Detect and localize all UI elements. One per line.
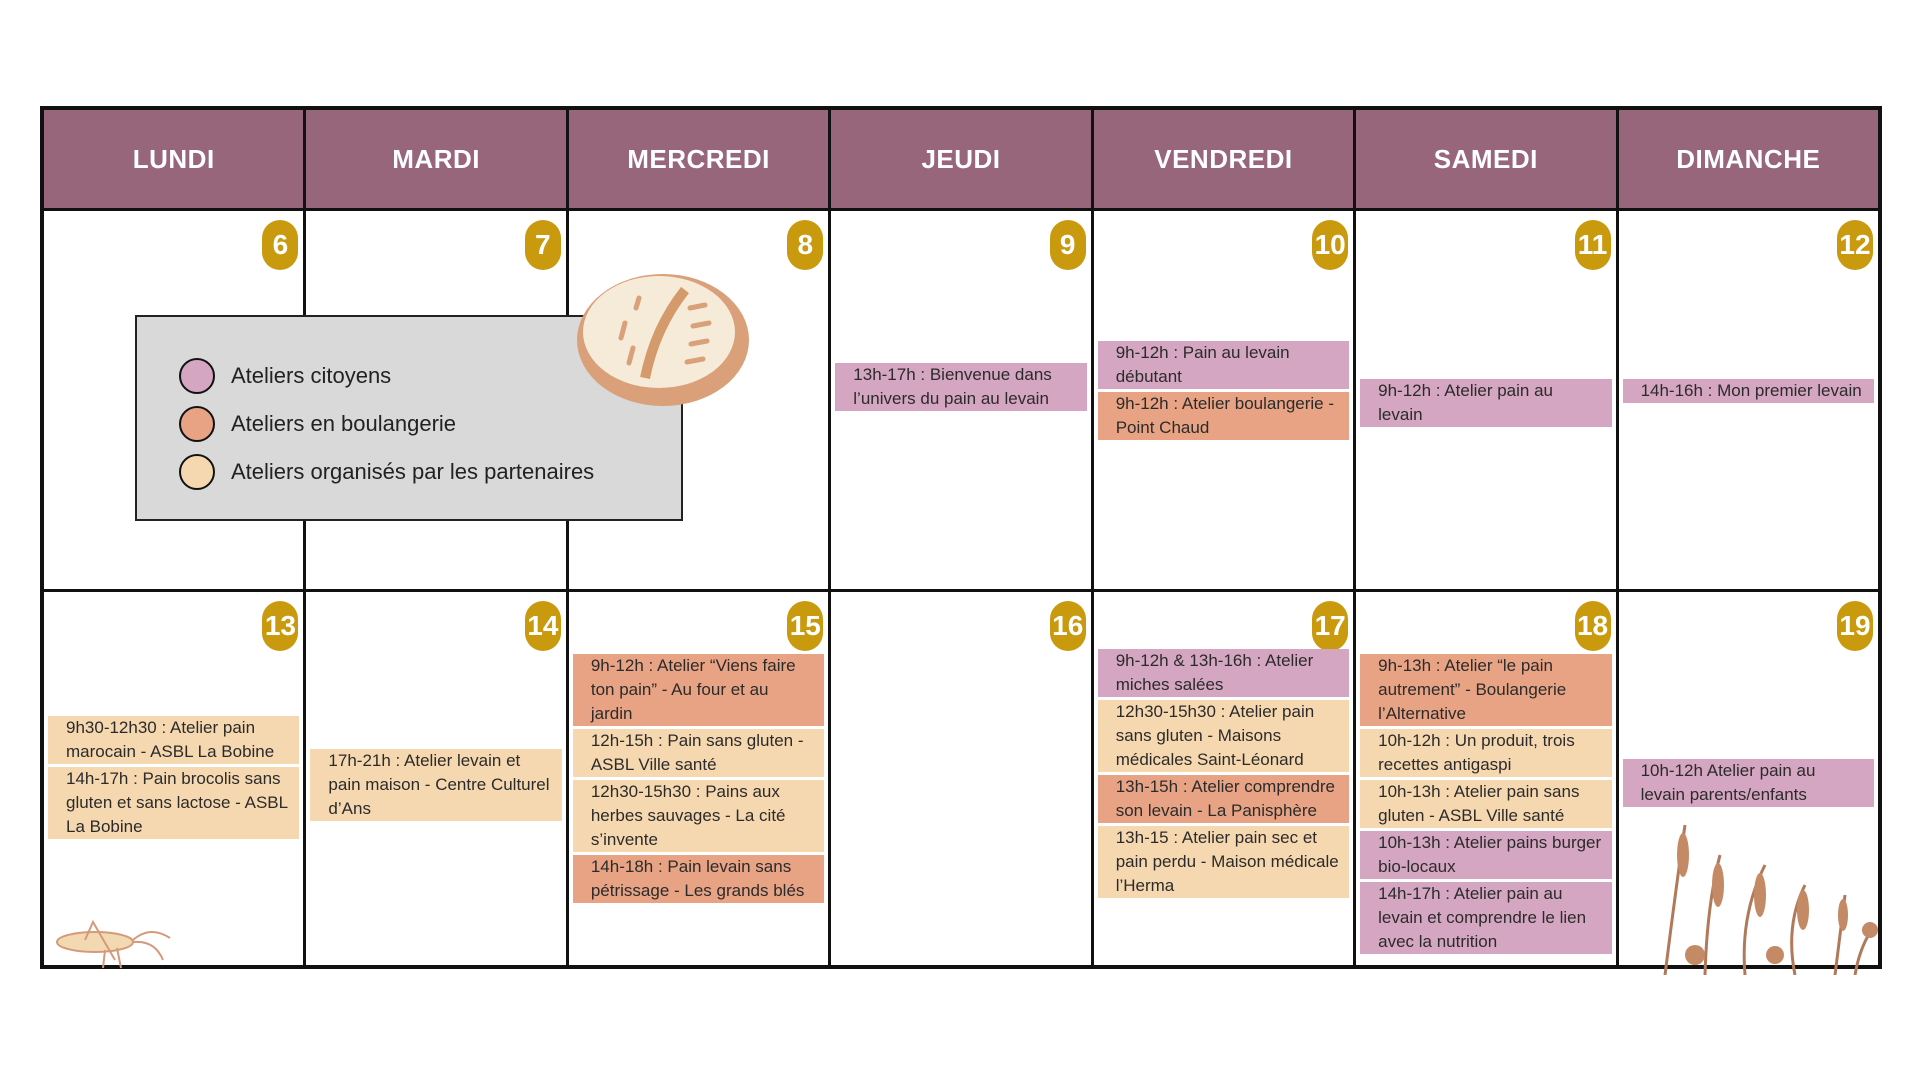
event-item[interactable]: 10h-12h : Un produit, trois recettes ant… [1360,729,1612,777]
event-item[interactable]: 10h-12h Atelier pain au levain parents/e… [1622,759,1874,807]
day-cell[interactable]: 13 9h30-12h30 : Atelier pain marocain - A… [44,592,304,965]
event-list: 17h-21h : Atelier levain et pain maison … [310,749,562,824]
event-item[interactable]: 17h-21h : Atelier levain et pain maison … [310,749,562,821]
grasshopper-illustration [56,920,171,969]
day-cell[interactable]: 14 17h-21h : Atelier levain et pain maiso… [306,592,566,965]
date-badge: 17 [1312,601,1349,651]
event-list: 14h-16h : Mon premier levain [1622,379,1874,406]
event-item[interactable]: 14h-17h : Atelier pain au levain et comp… [1360,882,1612,954]
event-list: 9h-12h & 13h-16h : Atelier miches salées… [1097,649,1350,901]
legend-swatch-icon [179,358,215,394]
day-header-dimanche: DIMANCHE [1618,110,1878,208]
event-list: 10h-12h Atelier pain au levain parents/e… [1622,759,1874,810]
date-badge: 11 [1574,220,1611,270]
date-badge: 13 [262,601,299,651]
event-item[interactable]: 13h-15h : Atelier comprendre son levain … [1097,775,1350,823]
event-item[interactable]: 13h-15 : Atelier pain sec et pain perdu … [1097,826,1350,898]
event-item[interactable]: 13h-17h : Bienvenue dans l’univers du pa… [835,363,1087,411]
date-badge: 16 [1049,601,1086,651]
day-cell[interactable]: 12 14h-16h : Mon premier levain [1618,211,1878,589]
date-badge: 15 [787,601,824,651]
event-list: 13h-17h : Bienvenue dans l’univers du pa… [835,363,1087,414]
day-header-mardi: MARDI [306,110,566,208]
event-item[interactable]: 12h30-15h30 : Atelier pain sans gluten -… [1097,700,1350,772]
day-header-samedi: SAMEDI [1356,110,1616,208]
day-header-jeudi: JEUDI [831,110,1091,208]
event-list: 9h-13h : Atelier “le pain autrement” - B… [1360,654,1612,957]
day-cell[interactable]: 9 13h-17h : Bienvenue dans l’univers du p… [831,211,1091,589]
event-item[interactable]: 10h-13h : Atelier pains burger bio-locau… [1360,831,1612,879]
day-cell[interactable]: 16 [831,592,1091,965]
day-header-mercredi: MERCREDI [568,110,829,208]
event-list: 9h-12h : Atelier pain au levain [1360,379,1612,430]
date-badge: 6 [262,220,299,270]
event-item[interactable]: 14h-17h : Pain brocolis sans gluten et s… [48,767,300,839]
legend-item: Ateliers en boulangerie [179,400,681,448]
event-item[interactable]: 12h30-15h30 : Pains aux herbes sauvages … [572,780,825,852]
event-item[interactable]: 9h-12h : Atelier boulangerie - Point Cha… [1097,392,1350,440]
day-cell[interactable]: 19 10h-12h Atelier pain au levain parents… [1618,592,1878,965]
day-cell[interactable]: 11 9h-12h : Atelier pain au levain [1356,211,1616,589]
legend-swatch-icon [179,454,215,490]
date-badge: 8 [787,220,824,270]
event-item[interactable]: 10h-13h : Atelier pain sans gluten - ASB… [1360,780,1612,828]
legend-label: Ateliers citoyens [231,363,392,388]
legend-item: Ateliers organisés par les partenaires [179,448,681,496]
date-badge: 12 [1836,220,1873,270]
day-header-lundi: LUNDI [44,110,304,208]
day-header-vendredi: VENDREDI [1093,110,1354,208]
event-list: 9h-12h : Atelier “Viens faire ton pain” … [572,654,825,906]
event-item[interactable]: 14h-16h : Mon premier levain [1622,379,1874,403]
date-badge: 19 [1836,601,1873,651]
event-item[interactable]: 12h-15h : Pain sans gluten - ASBL Ville … [572,729,825,777]
date-badge: 7 [524,220,561,270]
legend-label: Ateliers organisés par les partenaires [231,459,595,484]
legend-item: Ateliers citoyens [179,352,681,400]
event-item[interactable]: 9h-12h : Atelier “Viens faire ton pain” … [572,654,825,726]
event-item[interactable]: 9h-12h : Atelier pain au levain [1360,379,1612,427]
event-item[interactable]: 9h30-12h30 : Atelier pain marocain - ASB… [48,716,300,764]
date-badge: 10 [1312,220,1349,270]
date-badge: 9 [1049,220,1086,270]
date-badge: 14 [524,601,561,651]
event-item[interactable]: 9h-12h & 13h-16h : Atelier miches salées [1097,649,1350,697]
bread-illustration [577,274,749,406]
date-badge: 18 [1574,601,1611,651]
wheat-illustration [1663,824,1878,975]
event-item[interactable]: 14h-18h : Pain levain sans pétrissage - … [572,855,825,903]
event-item[interactable]: 9h-12h : Pain au levain débutant [1097,341,1350,389]
event-item[interactable]: 9h-13h : Atelier “le pain autrement” - B… [1360,654,1612,726]
event-list: 9h30-12h30 : Atelier pain marocain - ASB… [48,716,300,842]
legend-label: Ateliers en boulangerie [231,411,457,436]
legend-swatch-icon [179,406,215,442]
